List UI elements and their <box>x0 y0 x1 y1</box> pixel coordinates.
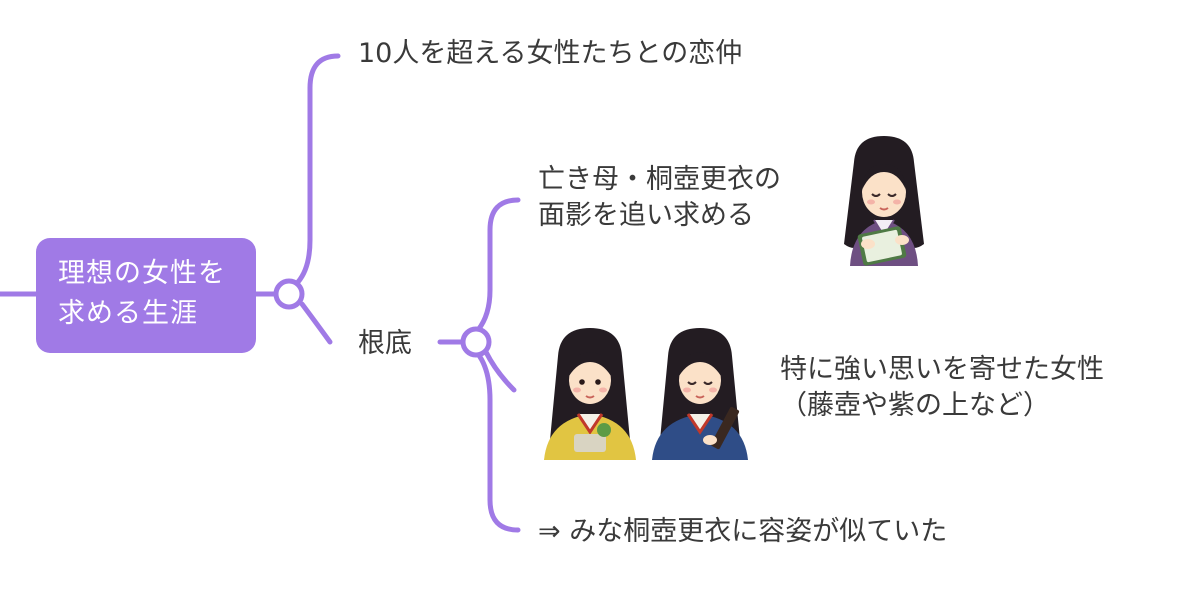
central-topic-line2: 求める生涯 <box>58 298 198 329</box>
topic-basis[interactable]: 根底 <box>358 328 412 359</box>
junction-node-1 <box>273 278 305 310</box>
branch-mother-line <box>475 197 521 333</box>
branch-romance-line <box>295 53 341 285</box>
branch-basis-line <box>299 301 333 345</box>
two-heian-women-illustration <box>544 328 748 460</box>
branch-conclusion-line <box>475 351 521 533</box>
central-topic-line1: 理想の女性を <box>58 258 226 289</box>
subtopic-women-line1: 特に強い思いを寄せた女性 <box>780 354 1104 385</box>
branch-women-line <box>483 349 517 393</box>
subtopic-mother-line2: 面影を追い求める <box>538 200 754 231</box>
subtopic-women-line2: （藤壺や紫の上など） <box>780 390 1050 421</box>
subtopic-women[interactable]: 特に強い思いを寄せた女性 （藤壺や紫の上など） <box>780 352 1104 424</box>
subtopic-conclusion[interactable]: ⇒ みな桐壺更衣に容姿が似ていた <box>538 516 948 547</box>
junction-node-2 <box>460 326 492 358</box>
subtopic-mother-line1: 亡き母・桐壺更衣の <box>538 164 781 195</box>
central-topic[interactable]: 理想の女性を 求める生涯 <box>36 238 256 353</box>
subtopic-mother[interactable]: 亡き母・桐壺更衣の 面影を追い求める <box>538 162 781 234</box>
topic-romance[interactable]: 10人を超える女性たちとの恋仲 <box>358 38 743 69</box>
heian-woman-reading-illustration <box>844 136 924 266</box>
